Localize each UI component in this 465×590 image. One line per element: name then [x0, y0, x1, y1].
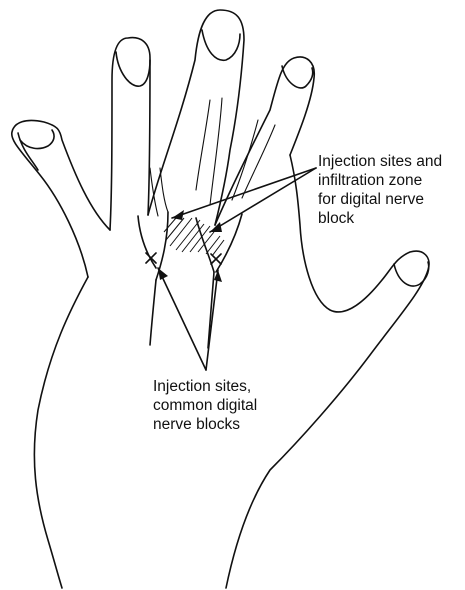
web-creases [138, 168, 242, 348]
label-line: common digital [153, 396, 257, 415]
hand-outline [12, 10, 429, 588]
label-line: infiltration zone [318, 171, 442, 190]
label-line: Injection sites, [153, 377, 257, 396]
label-line: block [318, 209, 442, 228]
label-line: nerve blocks [153, 415, 257, 434]
injection-site-marker-left [146, 253, 156, 263]
arrowhead-left-bottom [158, 268, 168, 280]
label-common-digital-nerve-blocks: Injection sites, common digital nerve bl… [153, 377, 257, 434]
arrowhead-right-bottom [214, 270, 222, 282]
label-line: for digital nerve [318, 190, 442, 209]
label-line: Injection sites and [318, 152, 442, 171]
arrowhead-left [172, 210, 184, 220]
label-digital-nerve-block: Injection sites and infiltration zone fo… [318, 152, 442, 228]
injection-site-marker-right [211, 254, 221, 264]
